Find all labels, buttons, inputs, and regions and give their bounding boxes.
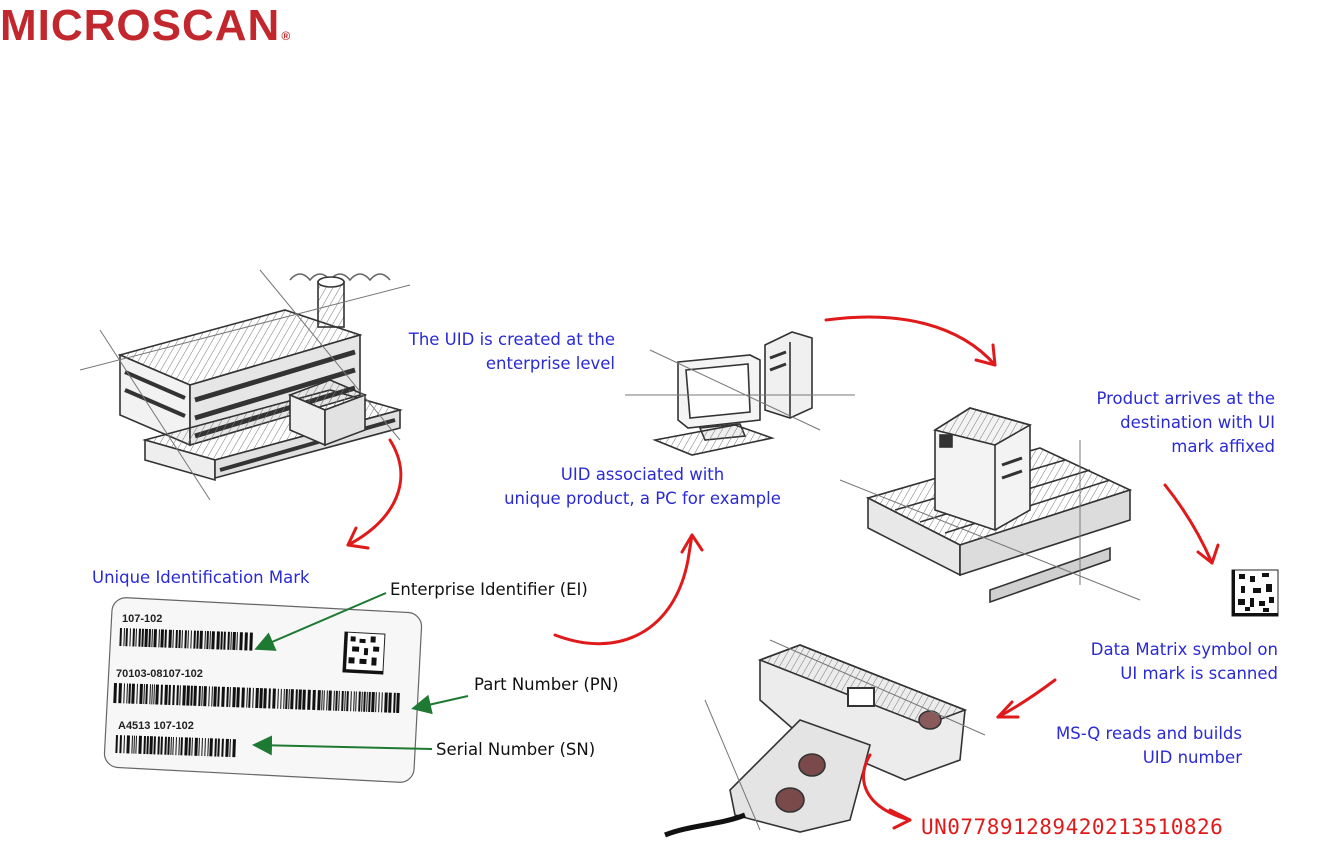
caption-uid-associated-line1: UID associated with <box>560 465 725 484</box>
flow-arrow-matrix-to-scanner <box>996 678 1057 719</box>
label-serial-number: Serial Number (SN) <box>436 740 596 759</box>
flow-arrow-scanner-to-number <box>862 753 912 822</box>
ei-pointer-arrow <box>254 592 387 651</box>
caption-arrives-line1: Product arrives at the <box>1096 389 1275 408</box>
uid-number: UN077891289420213510826 <box>921 815 1224 839</box>
caption-reads-line2: UID number <box>1142 748 1242 767</box>
flow-arrow-factory-to-mark <box>346 438 403 547</box>
label-part-number: Part Number (PN) <box>474 675 619 694</box>
sn-pointer-arrow <box>252 735 433 756</box>
caption-scanned-line2: UI mark is scanned <box>1120 664 1278 683</box>
caption-ms-q-reads: MS-Q reads and builds UID number <box>1010 722 1242 770</box>
caption-uid-associated-line2: unique product, a PC for example <box>504 489 781 508</box>
logo-registered-mark: ® <box>281 29 292 43</box>
card-barcode-ei <box>119 628 253 651</box>
card-text-line1: 107-102 <box>122 613 163 625</box>
caption-arrives-line3: mark affixed <box>1171 437 1275 456</box>
pointer-arrows <box>252 592 469 756</box>
caption-arrives-line2: destination with UI <box>1120 413 1275 432</box>
pc-sketch <box>625 331 855 456</box>
caption-unique-mark: Unique Identification Mark <box>92 568 310 587</box>
card-barcode-sn <box>115 735 236 758</box>
caption-uid-created: The UID is created at the enterprise lev… <box>355 328 615 376</box>
caption-scanned-line1: Data Matrix symbol on <box>1090 640 1278 659</box>
caption-uid-created-line2: enterprise level <box>485 354 615 373</box>
label-enterprise-identifier: Enterprise Identifier (EI) <box>390 580 588 599</box>
factory-sketch <box>79 269 411 501</box>
pn-pointer-arrow <box>411 694 469 715</box>
caption-matrix-scanned: Data Matrix symbol on UI mark is scanned <box>1030 638 1278 686</box>
microscan-logo: MICROSCAN® <box>0 2 291 60</box>
card-barcode-pn <box>113 683 400 713</box>
scanner-sketch <box>664 639 986 838</box>
flow-arrow-pc-to-pallet <box>824 315 997 367</box>
caption-product-arrives: Product arrives at the destination with … <box>1030 387 1275 459</box>
caption-uid-created-line1: The UID is created at the <box>408 330 615 349</box>
data-matrix-symbol <box>1231 569 1279 617</box>
card-text-line3: A4513 107-102 <box>118 720 194 732</box>
flow-arrow-mark-to-pc <box>553 533 694 646</box>
flow-arrow-pallet-to-matrix <box>1163 483 1214 565</box>
caption-uid-associated: UID associated with unique product, a PC… <box>470 463 815 511</box>
caption-reads-line1: MS-Q reads and builds <box>1056 724 1242 743</box>
card-text-line2: 70103-08107-102 <box>116 668 203 680</box>
card-data-matrix <box>342 631 386 675</box>
pallet-sketch <box>839 407 1141 604</box>
logo-text: MICROSCAN <box>0 1 281 50</box>
flow-arrows <box>346 315 1220 830</box>
